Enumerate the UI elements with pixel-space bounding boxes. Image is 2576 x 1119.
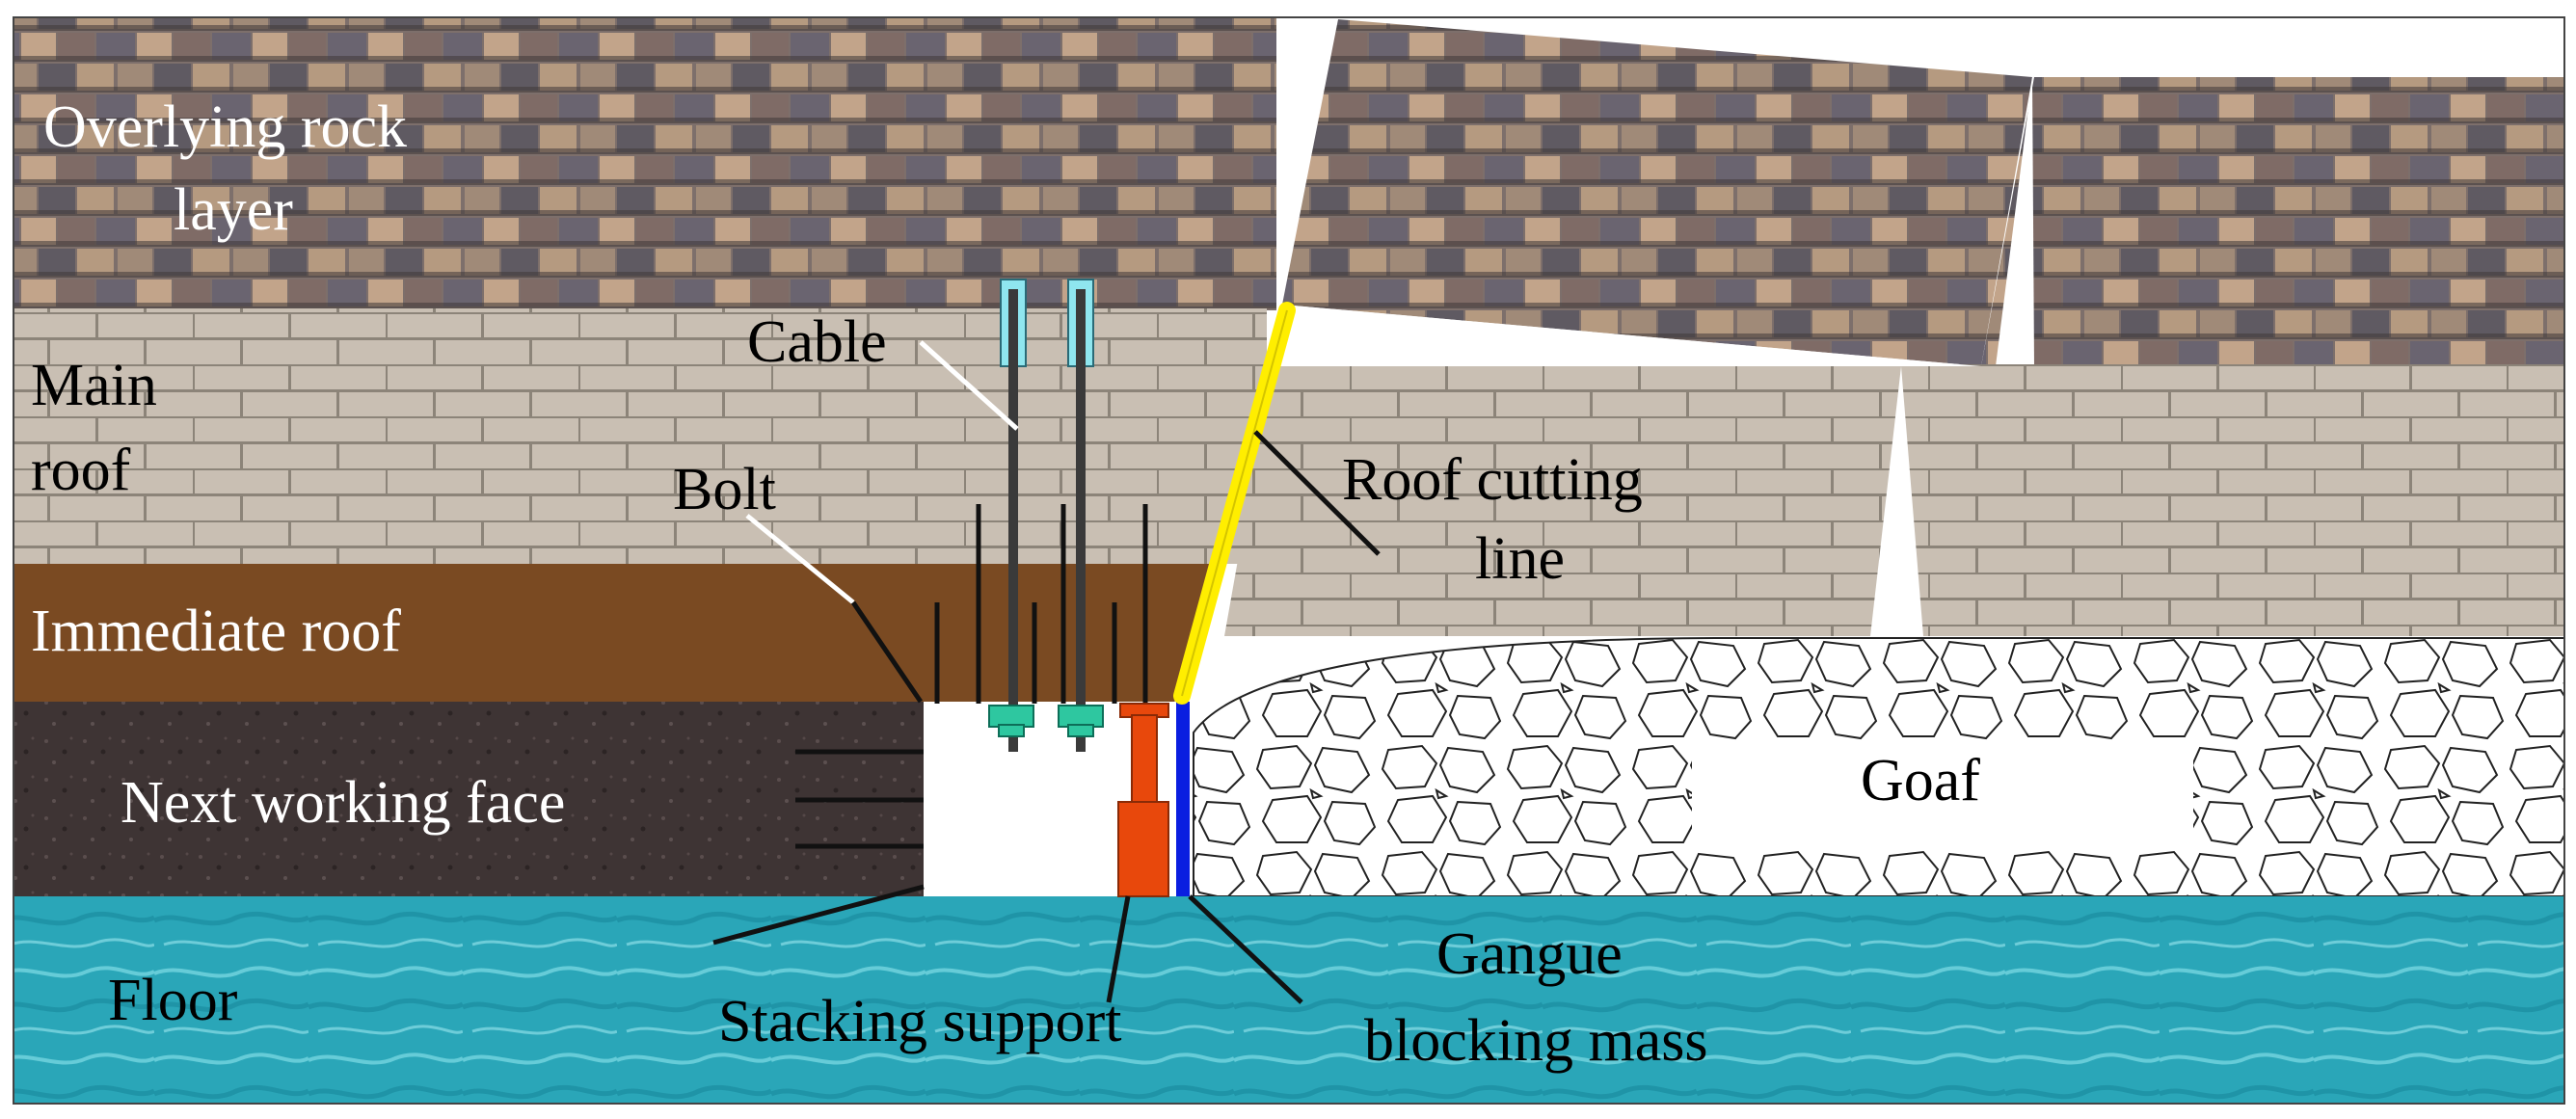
bolt-plates (988, 705, 1104, 737)
main-roof-left (13, 308, 1267, 564)
gangue-leader (1188, 894, 1303, 1004)
bolt-plate (988, 705, 1034, 728)
stacking-support-leader (1106, 895, 1131, 1003)
label-stacking-support: Stacking support (718, 989, 1121, 1054)
bolt-nut (1067, 724, 1094, 737)
bolt-leader-black (850, 600, 924, 704)
label-main-roof-line1: Main (31, 353, 157, 418)
cable-leader (919, 340, 1019, 431)
immediate-roof (13, 564, 1210, 704)
label-gangue-line2: blocking mass (1364, 1008, 1707, 1074)
label-goaf: Goaf (1861, 748, 1980, 813)
leader-lines (712, 340, 1381, 1004)
label-roof-cutting-line1: Roof cutting (1342, 447, 1643, 513)
separation-gap (1273, 305, 1981, 366)
bolt-leader-white (745, 514, 855, 604)
label-overlying-rock-line1: Overlying rock (43, 94, 407, 160)
bolt-plate (1058, 705, 1104, 728)
rock-crack-lower (1870, 366, 1923, 636)
bolt-nut (998, 724, 1025, 737)
diagram-frame (13, 16, 2565, 1105)
cable-right (1076, 289, 1086, 752)
bolt-group (795, 504, 1148, 849)
label-overlying-rock-line2: layer (174, 177, 293, 243)
label-floor: Floor (108, 968, 238, 1033)
label-roof-cutting-line2: line (1475, 526, 1565, 592)
stacking-support (1117, 703, 1169, 897)
label-gangue-line1: Gangue (1436, 921, 1623, 987)
label-next-working-face: Next working face (121, 770, 565, 836)
floor-layer (13, 896, 2564, 1104)
broken-rock-block (1282, 19, 2032, 366)
cable-left (1008, 289, 1018, 752)
label-immediate-roof: Immediate roof (31, 599, 401, 664)
cable-group (1000, 279, 1094, 752)
label-cable: Cable (747, 309, 887, 375)
overlying-rock-layer-right (1981, 77, 2564, 366)
overlying-rock-layer-left (13, 17, 1276, 310)
goaf-label-bg (1692, 740, 2193, 846)
next-working-face (13, 702, 929, 896)
label-bolt: Bolt (673, 457, 776, 522)
gangue-blocking-mass (1176, 702, 1190, 896)
roof-cutting-leader (1253, 430, 1381, 556)
label-main-roof-line2: roof (31, 438, 131, 503)
rock-crack-upper (1996, 77, 2034, 366)
floor-bolt-leader (712, 884, 925, 946)
